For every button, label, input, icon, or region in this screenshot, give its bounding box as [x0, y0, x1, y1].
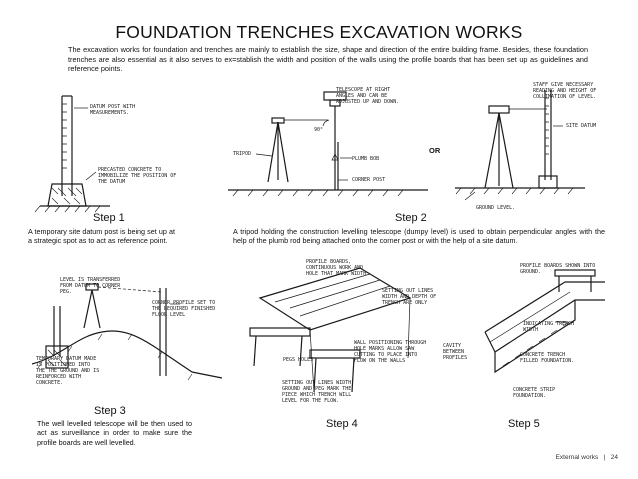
step2-or-label: OR	[429, 146, 441, 155]
step5-label: Step 5	[508, 418, 540, 430]
step4-sketch	[249, 267, 412, 393]
tripod-drawing	[267, 117, 289, 183]
step1-note-concrete: PRECASTED CONCRETE TO IMMOBILIZE THE POS…	[98, 167, 177, 185]
page-footer: External works | 24	[556, 454, 618, 461]
step2-note-telescope: TELESCOPE AT RIGHT ANGLES AND CAN BE ADJ…	[336, 87, 400, 105]
trench-foundation-drawing	[484, 269, 605, 374]
step4-note-wall-position: WALL POSITIONING THROUGH HOLE MARKS ALLO…	[354, 340, 427, 364]
footer-page-number: 24	[610, 454, 618, 461]
step5-note-strip-foundation: CONCRETE STRIP FOUNDATION.	[513, 387, 556, 399]
concrete-base-drawing	[47, 183, 87, 207]
step2-description: A tripod holding the construction levell…	[233, 227, 605, 246]
step4-note-pegs-holes: PEGS HOLES	[283, 357, 314, 363]
step5-note-concrete-trench: CONCRETE TRENCH FILLED FOUNDATION.	[520, 352, 575, 364]
intro-paragraph: The excavation works for foundation and …	[68, 45, 588, 74]
step5-sketch	[484, 269, 605, 374]
datum-post-drawing	[61, 95, 73, 196]
step2-label: Step 2	[395, 212, 427, 224]
dumpy-level-telescope	[323, 91, 347, 132]
step5-note-profile-boards: PROFILE BOARDS SHOWN INTO GROUND.	[520, 263, 596, 275]
step1-note-datum-post: DATUM POST WITH MEASUREMENTS.	[90, 104, 136, 116]
step3-description: The well levelled telescope will be then…	[37, 419, 192, 447]
page-title: FOUNDATION TRENCHES EXCAVATION WORKS	[115, 22, 523, 42]
step4-note-setting-lines: SETTING OUT LINES WIDTH AND DEPTH OF TRE…	[382, 288, 437, 306]
step1-label: Step 1	[93, 212, 125, 224]
step3-sketch	[31, 283, 223, 381]
step2-note-ground-level: GROUND LEVEL.	[476, 205, 516, 211]
step1-sketch	[34, 95, 110, 213]
footer-section: External works	[555, 454, 599, 461]
step4-note-profile-boards: PROFILE BOARDS, CONTINUOUS WORK AND HOLE…	[306, 259, 367, 277]
step2-right-sketch	[455, 90, 585, 201]
step3-note-corner-profile: CORNER PROFILE SET TO THE REQUIRED FINIS…	[152, 300, 216, 318]
tripod-level-drawing	[484, 105, 514, 189]
corner-peg-post	[159, 288, 167, 376]
step4-note-setting-ground: SETTING OUT LINES WIDTH GROUND AND PEG M…	[282, 380, 352, 404]
profile-boards-drawing	[249, 267, 412, 393]
step3-label: Step 3	[94, 405, 126, 417]
datum-post-with-level	[45, 306, 69, 369]
step2-left-sketch	[228, 91, 428, 197]
step2-note-staff: STAFF GIVE NECESSARY READING AND HEIGHT …	[533, 82, 597, 100]
step2-note-site-datum: SITE DATUM	[566, 123, 597, 129]
step2-note-angle: 90°	[314, 127, 324, 133]
step3-note-level-transfer: LEVEL IS TRANSFERRED FROM DATUM TO CORNE…	[60, 277, 121, 295]
step4-label: Step 4	[326, 418, 358, 430]
step2-note-corner-post: CORNER POST	[352, 177, 386, 183]
step3-note-temporary-datum: TEMPORARY DATUM MADE IS POSITIONED INTO …	[36, 356, 100, 386]
step5-note-trench-width: INDICATING TRENCH WIDTH	[523, 321, 575, 333]
staff-datum-post	[538, 90, 558, 189]
step2-note-plumb-bob: PLUMB BOB	[352, 156, 380, 162]
footer-separator: |	[603, 454, 606, 461]
step1-description: A temporary site datum post is being set…	[28, 227, 175, 246]
step2-note-tripod: TRIPOD	[233, 151, 252, 157]
step5-note-cavity: CAVITY BETWEEN PROFILES	[443, 343, 468, 361]
